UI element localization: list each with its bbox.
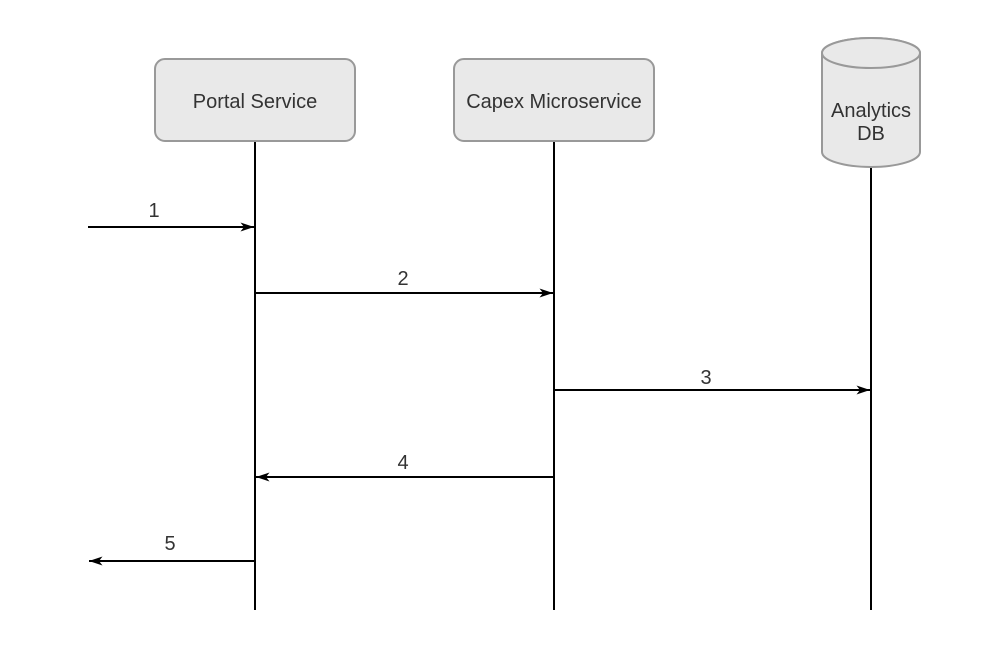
message-3: 3 [554, 367, 870, 395]
message-2: 2 [255, 268, 553, 298]
message-3-label: 3 [700, 367, 711, 389]
actor-analytics-db: Analytics DB [821, 37, 921, 168]
portal-service-label: Portal Service [193, 91, 318, 113]
capex-microservice-box [453, 58, 655, 142]
message-4-label: 4 [397, 452, 408, 474]
message-1: 1 [88, 200, 254, 232]
message-1-label: 1 [148, 200, 159, 222]
message-4: 4 [256, 452, 553, 482]
actor-capex-microservice: Capex Microservice [453, 58, 655, 142]
analytics-db-cylinder-top [821, 37, 921, 69]
capex-microservice-label: Capex Microservice [466, 91, 642, 113]
message-5-label: 5 [164, 533, 175, 555]
portal-service-box [154, 58, 356, 142]
message-2-label: 2 [397, 268, 408, 290]
actor-portal-service: Portal Service [154, 58, 356, 142]
analytics-db-label-line1: Analytics [831, 100, 911, 122]
analytics-db-label-line2: DB [857, 123, 885, 145]
message-5: 5 [89, 533, 255, 566]
